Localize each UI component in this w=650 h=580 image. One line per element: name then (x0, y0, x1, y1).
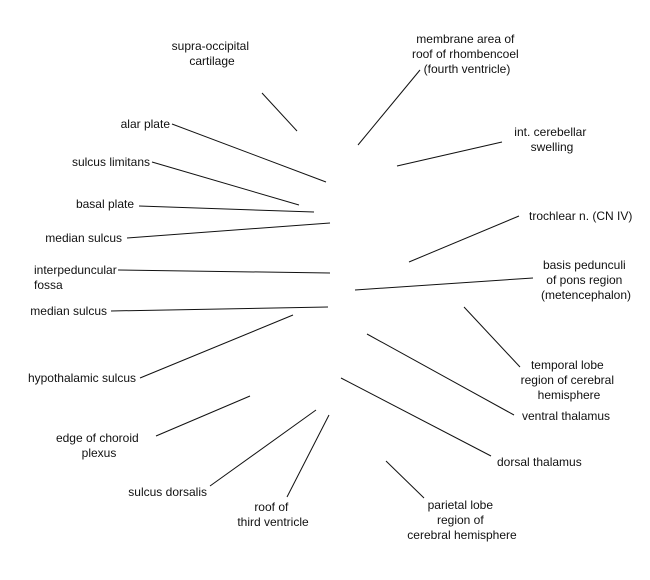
leader-line-trochlear-n (408, 215, 520, 263)
leader-line-median-sulcus-upper (126, 222, 331, 239)
label-membrane-area: membrane area of roof of rhombencoel (fo… (412, 32, 522, 76)
label-alar-plate: alar plate (121, 117, 171, 131)
label-supra-occipital-cartilage: supra-occipital cartilage (172, 39, 253, 68)
leader-line-hypothalamic-sulcus (139, 314, 294, 379)
labels: supra-occipital cartilage membrane area … (28, 32, 632, 542)
leader-line-basis-pedunculi (354, 277, 534, 291)
label-median-sulcus-upper: median sulcus (45, 231, 122, 245)
label-interpeduncular-fossa: interpeduncular fossa (34, 263, 120, 292)
label-basal-plate: basal plate (76, 197, 134, 211)
leader-line-dorsal-thalamus (340, 377, 492, 457)
label-trochlear-n: trochlear n. (CN IV) (529, 209, 632, 223)
label-hypothalamic-sulcus: hypothalamic sulcus (28, 371, 136, 385)
leader-line-temporal-lobe (463, 306, 521, 368)
label-ventral-thalamus: ventral thalamus (522, 409, 610, 423)
leader-line-supra-occipital-cartilage (261, 92, 298, 132)
label-dorsal-thalamus: dorsal thalamus (497, 455, 582, 469)
label-int-cerebellar-swelling: int. cerebellar swelling (514, 125, 589, 154)
leader-line-ventral-thalamus (366, 333, 515, 416)
label-parietal-lobe: parietal lobe region of cerebral hemisph… (407, 498, 517, 542)
leader-lines (110, 69, 534, 499)
label-temporal-lobe: temporal lobe region of cerebral hemisph… (521, 358, 618, 402)
label-edge-of-choroid-plexus: edge of choroid plexus (56, 431, 142, 460)
label-basis-pedunculi: basis pedunculi of pons region (metencep… (541, 258, 631, 302)
leader-line-sulcus-dorsalis (209, 409, 317, 487)
leader-line-int-cerebellar-swelling (396, 141, 503, 167)
leader-line-median-sulcus-lower (110, 306, 329, 312)
leader-line-edge-of-choroid-plexus (155, 395, 251, 437)
leader-line-roof-of-third-ventricle (286, 414, 330, 498)
leader-line-interpeduncular-fossa (117, 269, 331, 274)
leader-line-alar-plate (171, 123, 327, 183)
leader-line-parietal-lobe (385, 460, 425, 499)
leader-line-basal-plate (138, 205, 315, 213)
label-sulcus-dorsalis: sulcus dorsalis (128, 485, 207, 499)
leader-line-membrane-area (357, 69, 421, 146)
leader-line-sulcus-limitans (151, 161, 300, 206)
label-median-sulcus-lower: median sulcus (30, 304, 107, 318)
label-sulcus-limitans: sulcus limitans (72, 155, 150, 169)
label-roof-of-third-ventricle: roof of third ventricle (237, 500, 309, 529)
